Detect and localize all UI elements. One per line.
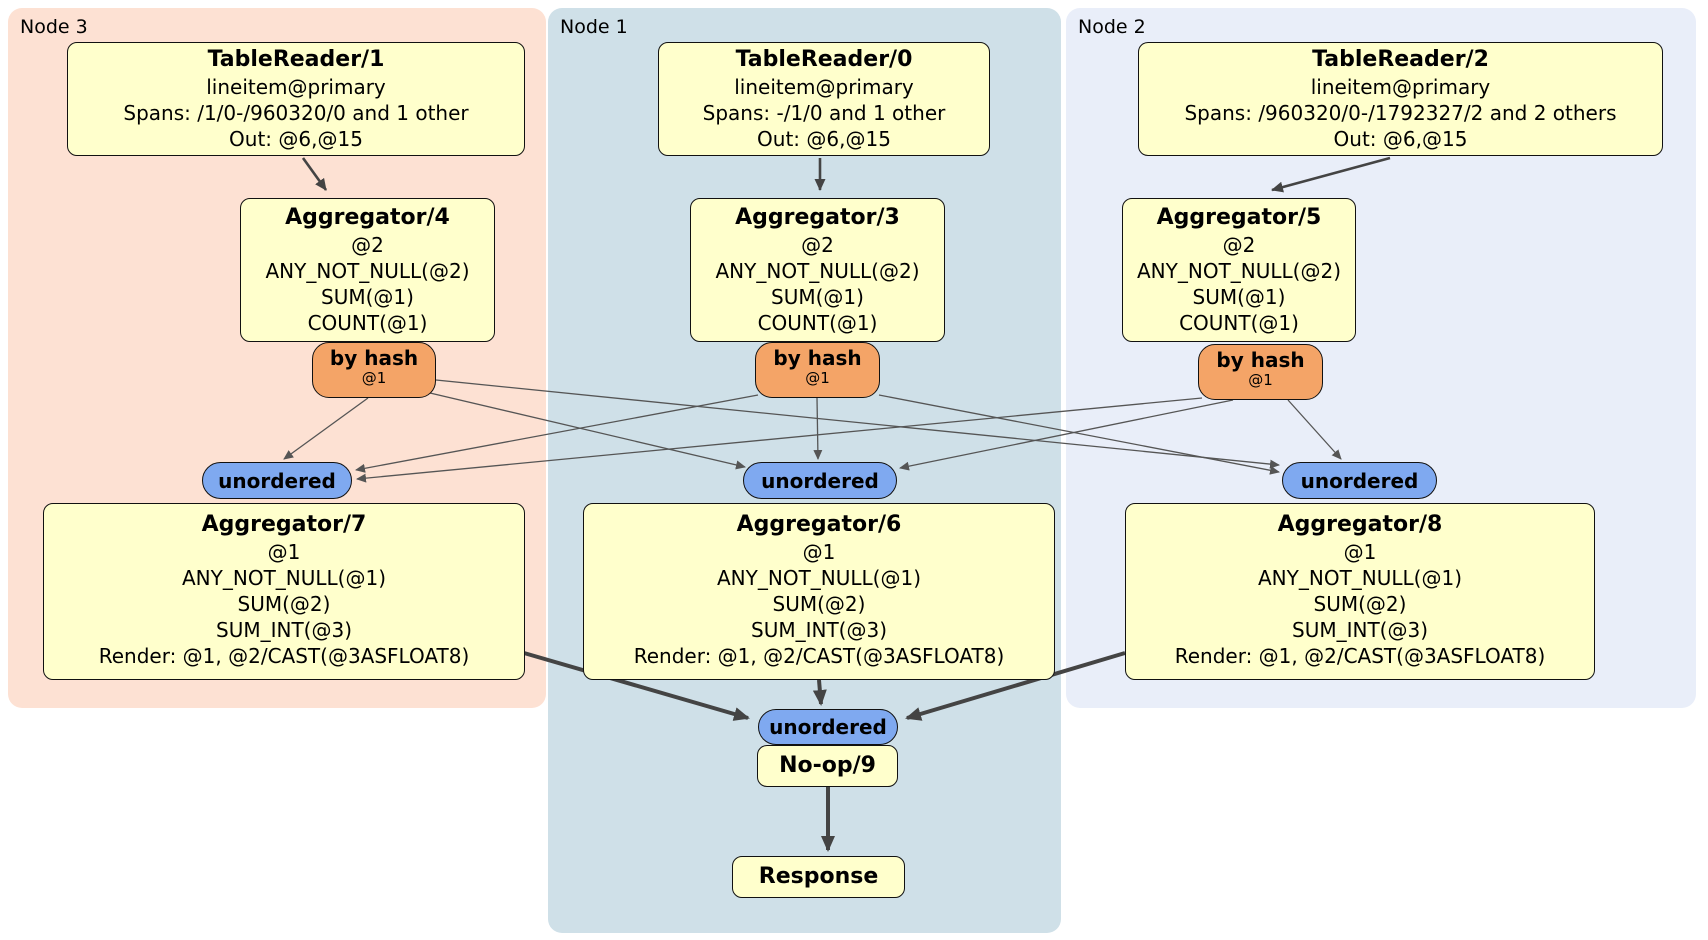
sync-unordered-node3: unordered	[202, 462, 352, 499]
processor-group-line: @1	[802, 540, 836, 564]
processor-fn-line: SUM(@1)	[1192, 285, 1286, 309]
processor-fn-line: COUNT(@1)	[757, 311, 878, 335]
processor-fn-line: SUM(@2)	[237, 592, 331, 616]
processor-group-line: @1	[1343, 540, 1377, 564]
router-detail: @1	[805, 369, 830, 387]
processor-fn-line: SUM(@1)	[321, 285, 414, 309]
sync-label: unordered	[218, 468, 336, 493]
processor-fn-line: SUM(@2)	[772, 592, 866, 616]
processor-out-line: Out: @6,@15	[229, 127, 363, 151]
processor-aggregator-5: Aggregator/5 @2 ANY_NOT_NULL(@2) SUM(@1)…	[1122, 198, 1356, 342]
edge-byhash2-unordered3	[356, 397, 1203, 483]
edge-tr2-agg5	[1271, 156, 1391, 193]
edge-byhash2-unordered2	[1287, 399, 1342, 460]
edge-agg7-unordered-final	[523, 651, 750, 721]
edge-byhash1-unordered3	[355, 394, 759, 473]
processor-fn-line: COUNT(@1)	[1179, 311, 1299, 335]
processor-out-line: Out: @6,@15	[1333, 127, 1468, 151]
router-by-hash-node2: by hash @1	[1198, 344, 1323, 400]
processor-fn-line: COUNT(@1)	[307, 311, 428, 335]
sync-label: unordered	[761, 468, 879, 493]
processor-fn-line: SUM(@1)	[771, 285, 864, 309]
processor-aggregator-3: Aggregator/3 @2 ANY_NOT_NULL(@2) SUM(@1)…	[690, 198, 945, 342]
edge-tr1-agg4	[301, 157, 328, 191]
processor-title: Aggregator/3	[735, 205, 900, 230]
processor-fn-line: SUM_INT(@3)	[216, 618, 352, 642]
processor-title: No-op/9	[779, 753, 876, 778]
processor-tablereader-1: TableReader/1 lineitem@primary Spans: /1…	[67, 42, 525, 156]
processor-fn-line: ANY_NOT_NULL(@2)	[715, 259, 920, 283]
processor-fn-line: SUM_INT(@3)	[751, 618, 887, 642]
processor-title: Aggregator/7	[201, 512, 367, 537]
edge-byhash3-unordered1	[429, 392, 746, 470]
processor-fn-line: ANY_NOT_NULL(@1)	[1258, 566, 1462, 590]
processor-index-line: lineitem@primary	[206, 75, 386, 99]
processor-render-line: Render: @1, @2/CAST(@3ASFLOAT8)	[98, 644, 470, 668]
processor-tablereader-0: TableReader/0 lineitem@primary Spans: -/…	[658, 42, 990, 156]
processor-response: Response	[732, 856, 905, 898]
processor-fn-line: ANY_NOT_NULL(@2)	[265, 259, 470, 283]
processor-render-line: Render: @1, @2/CAST(@3ASFLOAT8)	[633, 644, 1005, 668]
sync-unordered-node2: unordered	[1282, 462, 1437, 499]
processor-render-line: Render: @1, @2/CAST(@3ASFLOAT8)	[1174, 644, 1546, 668]
processor-tablereader-2: TableReader/2 lineitem@primary Spans: /9…	[1138, 42, 1663, 156]
edge-byhash1-unordered1	[813, 397, 823, 460]
edge-agg8-unordered-final	[905, 651, 1126, 721]
sync-label: unordered	[1300, 468, 1419, 493]
processor-title: TableReader/2	[1312, 47, 1489, 72]
processor-spans-line: Spans: /1/0-/960320/0 and 1 other	[123, 101, 469, 125]
edge-byhash1-unordered2	[878, 394, 1280, 475]
router-detail: @1	[1248, 371, 1273, 389]
processor-group-line: @2	[1222, 233, 1256, 257]
processor-group-line: @2	[801, 233, 834, 257]
sync-label: unordered	[769, 715, 887, 739]
processor-title: TableReader/1	[207, 47, 385, 72]
router-detail: @1	[361, 369, 387, 387]
region-label-node-1: Node 1	[560, 16, 628, 38]
processor-out-line: Out: @6,@15	[757, 127, 891, 151]
processor-title: Aggregator/8	[1277, 512, 1443, 537]
processor-index-line: lineitem@primary	[734, 75, 914, 99]
processor-aggregator-4: Aggregator/4 @2 ANY_NOT_NULL(@2) SUM(@1)…	[240, 198, 495, 342]
router-label: by hash	[1216, 348, 1305, 372]
region-label-node-2: Node 2	[1078, 16, 1146, 38]
processor-fn-line: ANY_NOT_NULL(@1)	[717, 566, 921, 590]
processor-group-line: @1	[267, 540, 301, 564]
processor-index-line: lineitem@primary	[1310, 75, 1491, 99]
processor-fn-line: SUM(@2)	[1313, 592, 1407, 616]
processor-title: Response	[758, 864, 879, 889]
processor-spans-line: Spans: -/1/0 and 1 other	[702, 101, 946, 125]
edge-byhash2-unordered1	[899, 399, 1234, 471]
edge-byhash3-unordered2	[435, 379, 1280, 469]
region-label-node-3: Node 3	[20, 16, 88, 38]
processor-title: Aggregator/5	[1156, 205, 1322, 230]
sync-unordered-node1: unordered	[743, 462, 897, 499]
processor-fn-line: ANY_NOT_NULL(@2)	[1137, 259, 1341, 283]
router-by-hash-node1: by hash @1	[755, 342, 880, 398]
processor-fn-line: ANY_NOT_NULL(@1)	[182, 566, 386, 590]
processor-title: Aggregator/4	[285, 205, 450, 230]
processor-aggregator-7: Aggregator/7 @1 ANY_NOT_NULL(@1) SUM(@2)…	[43, 503, 525, 680]
processor-title: Aggregator/6	[736, 512, 902, 537]
router-by-hash-node3: by hash @1	[312, 342, 436, 398]
processor-group-line: @2	[351, 233, 384, 257]
edge-agg6-unordered-final	[812, 679, 827, 706]
processor-aggregator-6: Aggregator/6 @1 ANY_NOT_NULL(@1) SUM(@2)…	[583, 503, 1055, 680]
processor-title: TableReader/0	[735, 47, 913, 72]
edge-byhash3-unordered3	[283, 397, 369, 460]
sync-unordered-final: unordered	[758, 709, 898, 745]
processor-noop-9: No-op/9	[757, 745, 898, 787]
processor-fn-line: SUM_INT(@3)	[1292, 618, 1428, 642]
router-label: by hash	[329, 346, 419, 370]
processor-spans-line: Spans: /960320/0-/1792327/2 and 2 others	[1184, 101, 1617, 125]
router-label: by hash	[773, 346, 862, 370]
processor-aggregator-8: Aggregator/8 @1 ANY_NOT_NULL(@1) SUM(@2)…	[1125, 503, 1595, 680]
